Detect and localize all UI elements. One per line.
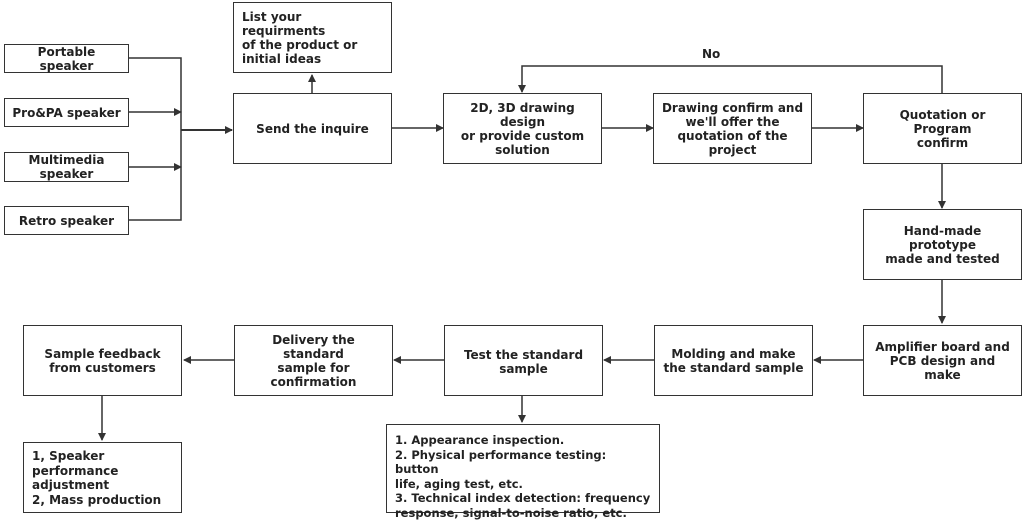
node-test-details-text: 1. Appearance inspection. 2. Physical pe… — [395, 433, 651, 520]
node-feedback-text: Sample feedback from customers — [44, 346, 161, 375]
connector-retro — [129, 130, 182, 221]
node-amplifier: Amplifier board and PCB design and make — [863, 325, 1022, 396]
node-delivery-text: Delivery the standard sample for confirm… — [270, 332, 357, 389]
node-prototype: Hand-made prototype made and tested — [863, 209, 1022, 280]
node-molding-text: Molding and make the standard sample — [663, 346, 804, 375]
node-adjustment: 1, Speaker performance adjustment 2, Mas… — [23, 442, 182, 513]
node-retro-speaker: Retro speaker — [4, 206, 129, 235]
node-adjustment-text: 1, Speaker performance adjustment 2, Mas… — [32, 449, 162, 507]
node-drawing-design: 2D, 3D drawing design or provide custom … — [443, 93, 602, 164]
node-quotation-confirm-text: Quotation or Program confirm — [899, 107, 986, 150]
node-multimedia-speaker-text: Multimedia speaker — [28, 153, 105, 181]
node-send-inquire-text: Send the inquire — [256, 121, 369, 136]
node-feedback: Sample feedback from customers — [23, 325, 182, 396]
node-test-sample: Test the standard sample — [444, 325, 603, 396]
node-portable-speaker-text: Portable speaker — [37, 44, 96, 73]
node-test-details: 1. Appearance inspection. 2. Physical pe… — [386, 424, 660, 520]
node-requirements: List your requirments of the product or … — [233, 2, 392, 73]
node-propa-speaker-text: Pro&PA speaker — [12, 105, 121, 120]
node-send-inquire: Send the inquire — [233, 93, 392, 164]
node-drawing-confirm: Drawing confirm and we'll offer the quot… — [653, 93, 812, 164]
node-test-sample-text: Test the standard sample — [463, 348, 584, 376]
node-drawing-confirm-text: Drawing confirm and we'll offer the quot… — [661, 100, 804, 157]
no-label: No — [702, 47, 721, 61]
connector-no-loop — [518, 65, 943, 94]
node-quotation-confirm: Quotation or Program confirm — [863, 93, 1022, 164]
node-portable-speaker: Portable speaker — [4, 44, 129, 73]
node-drawing-design-text: 2D, 3D drawing design or provide custom … — [460, 100, 585, 157]
node-retro-speaker-text: Retro speaker — [18, 213, 115, 228]
node-requirements-text: List your requirments of the product or … — [242, 10, 358, 66]
node-multimedia-speaker: Multimedia speaker — [4, 152, 129, 182]
node-amplifier-text: Amplifier board and PCB design and make — [875, 339, 1010, 382]
node-molding: Molding and make the standard sample — [654, 325, 813, 396]
connector-portable — [129, 57, 182, 130]
node-prototype-text: Hand-made prototype made and tested — [885, 223, 1000, 266]
node-propa-speaker: Pro&PA speaker — [4, 98, 129, 127]
node-delivery: Delivery the standard sample for confirm… — [234, 325, 393, 396]
